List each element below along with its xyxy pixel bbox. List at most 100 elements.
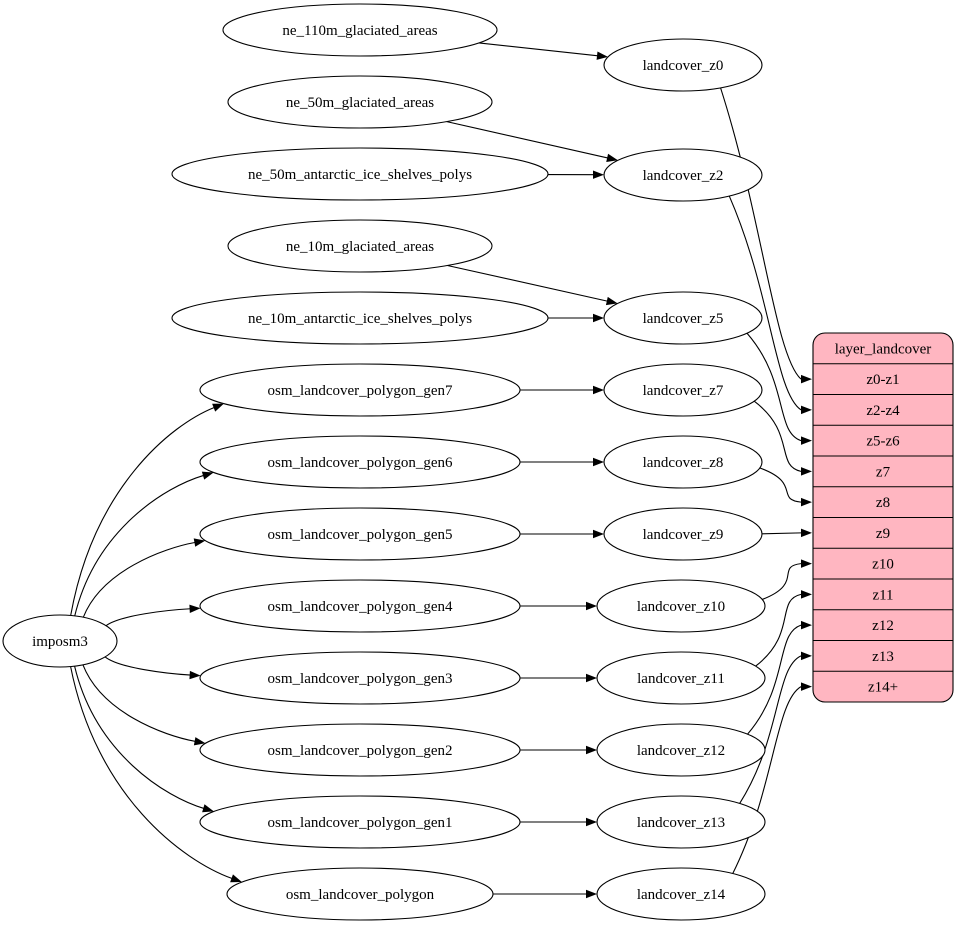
arrowhead [593, 458, 604, 466]
landcover_z9-label: landcover_z9 [643, 527, 724, 543]
landcover_z2-label: landcover_z2 [643, 168, 724, 184]
node-osm_landcover_polygon_gen2: osm_landcover_polygon_gen2 [200, 724, 520, 776]
record-row-z0-z1: z0-z1 [866, 372, 899, 388]
record-row-z12: z12 [872, 618, 894, 634]
node-landcover_z10: landcover_z10 [597, 580, 765, 632]
arrowhead [189, 605, 200, 613]
node-imposm3: imposm3 [3, 615, 117, 667]
arrowhead [801, 375, 812, 383]
arrowhead [202, 804, 214, 812]
edge-line [479, 43, 598, 56]
landcover_z8-label: landcover_z8 [643, 455, 724, 471]
node-osm_landcover_polygon_gen1: osm_landcover_polygon_gen1 [200, 796, 520, 848]
edge-ne_10m_antarctic_ice_shelves_polys-to-landcover_z5 [548, 314, 604, 322]
edge-osm_landcover_polygon-to-landcover_z14 [493, 890, 597, 898]
edge-osm_landcover_polygon_gen4-to-landcover_z10 [520, 602, 597, 610]
landcover_z0-label: landcover_z0 [643, 58, 724, 74]
edge-osm_landcover_polygon_gen3-to-landcover_z11 [520, 674, 597, 682]
arrowhead [189, 671, 200, 679]
edge-line [71, 407, 215, 615]
edge-landcover_z0-to-layer_landcover-z0-z1 [721, 88, 812, 383]
edge-imposm3-to-osm_landcover_polygon_gen7 [71, 404, 224, 616]
node-ne_50m_antarctic_ice_shelves_polys: ne_50m_antarctic_ice_shelves_polys [172, 148, 548, 200]
edge-ne_110m_glaciated_areas-to-landcover_z0 [479, 43, 608, 60]
arrowhead [593, 530, 604, 538]
arrowhead [801, 590, 812, 598]
node-landcover_z8: landcover_z8 [604, 436, 762, 488]
arrowhead [801, 652, 812, 660]
arrowhead [593, 386, 604, 394]
arrowhead [801, 621, 812, 629]
arrowhead [586, 602, 597, 610]
node-landcover_z9: landcover_z9 [604, 508, 762, 560]
edge-line [760, 468, 801, 502]
edge-imposm3-to-osm_landcover_polygon_gen6 [75, 472, 214, 616]
arrowhead [586, 818, 597, 826]
record-row-z9: z9 [876, 526, 890, 542]
arrowhead [586, 746, 597, 754]
node-ne_10m_glaciated_areas: ne_10m_glaciated_areas [228, 220, 492, 272]
edge-imposm3-to-osm_landcover_polygon_gen3 [105, 657, 201, 679]
record-layer_landcover: layer_landcoverz0-z1z2-z4z5-z6z7z8z9z10z… [813, 333, 953, 702]
arrowhead [202, 472, 214, 480]
landcover_z13-label: landcover_z13 [637, 815, 725, 831]
edge-line [105, 657, 191, 675]
node-landcover_z0: landcover_z0 [604, 39, 762, 91]
edge-landcover_z14-to-layer_landcover-z14+ [733, 682, 812, 873]
landcover_z11-label: landcover_z11 [637, 671, 725, 687]
record-header: layer_landcover [835, 341, 932, 357]
record-row-z14+: z14+ [868, 680, 898, 696]
node-osm_landcover_polygon: osm_landcover_polygon [227, 868, 493, 920]
edge-line [75, 475, 204, 616]
edge-imposm3-to-osm_landcover_polygon_gen2 [83, 665, 206, 746]
ne_50m_antarctic_ice_shelves_polys-label: ne_50m_antarctic_ice_shelves_polys [248, 167, 472, 183]
edge-osm_landcover_polygon_gen2-to-landcover_z12 [520, 746, 597, 754]
arrowhead [801, 436, 812, 444]
osm_landcover_polygon_gen1-label: osm_landcover_polygon_gen1 [268, 815, 453, 831]
edge-imposm3-to-osm_landcover_polygon_gen4 [106, 605, 201, 626]
node-ne_10m_antarctic_ice_shelves_polys: ne_10m_antarctic_ice_shelves_polys [172, 292, 548, 344]
landcover_z5-label: landcover_z5 [643, 311, 724, 327]
node-landcover_z12: landcover_z12 [597, 724, 765, 776]
node-osm_landcover_polygon_gen3: osm_landcover_polygon_gen3 [200, 652, 520, 704]
arrowhead [801, 498, 812, 506]
landcover_z10-label: landcover_z10 [637, 599, 725, 615]
arrowhead [801, 559, 812, 567]
arrowhead [586, 890, 597, 898]
record-row-z13: z13 [872, 649, 894, 665]
edge-line [83, 665, 196, 742]
landcover_z14-label: landcover_z14 [637, 887, 726, 903]
node-osm_landcover_polygon_gen6: osm_landcover_polygon_gen6 [200, 436, 520, 488]
edge-line [447, 265, 607, 301]
node-ne_110m_glaciated_areas: ne_110m_glaciated_areas [223, 4, 497, 56]
osm_landcover_polygon_gen3-label: osm_landcover_polygon_gen3 [268, 671, 453, 687]
landcover_z7-label: landcover_z7 [643, 383, 724, 399]
ne_10m_antarctic_ice_shelves_polys-label: ne_10m_antarctic_ice_shelves_polys [248, 311, 472, 327]
landcover_z12-label: landcover_z12 [637, 743, 725, 759]
ne_10m_glaciated_areas-label: ne_10m_glaciated_areas [286, 239, 434, 255]
edge-line [106, 609, 191, 626]
edge-imposm3-to-osm_landcover_polygon_gen5 [83, 538, 205, 617]
osm_landcover_polygon_gen7-label: osm_landcover_polygon_gen7 [268, 383, 453, 399]
edge-landcover_z9-to-layer_landcover-z9 [762, 529, 812, 537]
arrowhead [801, 406, 812, 414]
osm_landcover_polygon_gen5-label: osm_landcover_polygon_gen5 [268, 527, 453, 543]
node-ne_50m_glaciated_areas: ne_50m_glaciated_areas [228, 76, 492, 128]
record-row-z11: z11 [872, 587, 893, 603]
edge-osm_landcover_polygon_gen5-to-landcover_z9 [520, 530, 604, 538]
arrowhead [230, 874, 242, 882]
edge-line [762, 533, 801, 534]
arrowhead [212, 404, 224, 412]
edge-line [75, 666, 205, 808]
arrowhead [586, 674, 597, 682]
node-landcover_z13: landcover_z13 [597, 796, 765, 848]
node-landcover_z5: landcover_z5 [604, 292, 762, 344]
arrowhead [801, 682, 812, 690]
edge-line [762, 564, 801, 600]
edge-line [83, 542, 195, 617]
osm_landcover_polygon_gen4-label: osm_landcover_polygon_gen4 [268, 599, 453, 615]
edge-line [733, 687, 801, 874]
node-landcover_z2: landcover_z2 [604, 149, 762, 201]
